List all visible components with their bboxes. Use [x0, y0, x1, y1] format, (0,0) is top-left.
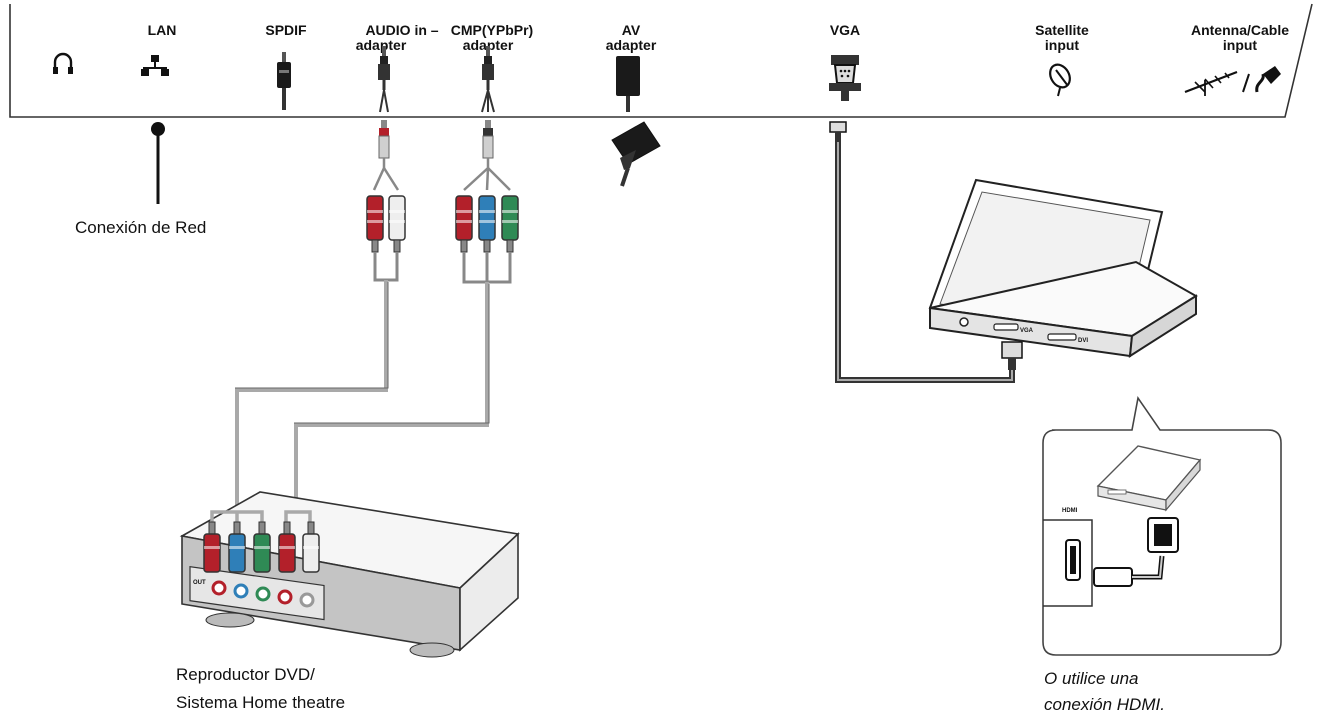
component-plug-blue	[478, 195, 496, 253]
port-label-antenna-input: input	[1223, 37, 1258, 53]
antenna-cable-icon	[1184, 66, 1281, 96]
network-cable	[151, 122, 165, 204]
cable-routing	[235, 280, 489, 512]
dvd-caption-line2: Sistema Home theatre	[176, 693, 345, 712]
port-label-audio: AUDIO in –	[365, 22, 438, 38]
laptop-vga-label: VGA	[1020, 328, 1034, 334]
laptop: VGA DVI	[928, 178, 1198, 358]
audio-cable-top	[366, 120, 406, 282]
audio-plug-white	[388, 195, 406, 253]
port-labels: LAN SPDIF AUDIO in – adapter CMP(YPbPr) …	[148, 22, 1290, 53]
satellite-dish-icon	[1049, 63, 1071, 97]
hdmi-caption-line1: O utilice una	[1044, 669, 1139, 688]
hdmi-port-label: HDMI	[1062, 508, 1078, 514]
port-label-cmp-adapter: adapter	[463, 37, 514, 53]
port-label-satellite-input: input	[1045, 37, 1080, 53]
port-label-av: AV	[622, 22, 641, 38]
network-caption: Conexión de Red	[75, 218, 206, 237]
hdmi-caption-line2: conexión HDMI.	[1044, 695, 1165, 714]
component-plug-red	[455, 195, 473, 253]
port-label-audio-adapter: adapter	[356, 37, 407, 53]
vga-connector-icon	[829, 55, 861, 101]
port-label-cmp: CMP(YPbPr)	[451, 22, 533, 38]
tv-connector-panel	[9, 3, 1313, 118]
headphone-icon	[53, 52, 73, 74]
port-label-av-adapter: adapter	[606, 37, 657, 53]
spdif-plug-icon	[277, 52, 291, 110]
dvd-out-label: OUT	[193, 580, 206, 586]
port-label-antenna: Antenna/Cable	[1191, 22, 1289, 38]
av-adapter-icon	[616, 56, 640, 112]
audio-plug-red	[366, 195, 384, 253]
laptop-dvi-label: DVI	[1078, 338, 1088, 344]
port-label-vga: VGA	[830, 22, 860, 38]
cable-routing-outline	[235, 282, 490, 424]
lan-network-icon	[141, 55, 169, 76]
port-label-satellite: Satellite	[1035, 22, 1089, 38]
port-label-spdif: SPDIF	[265, 22, 307, 38]
av-scart-adapter	[611, 121, 661, 187]
hdmi-callout: HDMI	[1042, 395, 1282, 656]
port-label-lan: LAN	[148, 22, 177, 38]
component-jack-icon	[481, 46, 495, 113]
audio-jack-icon	[378, 46, 390, 113]
vga-cable	[829, 121, 1023, 383]
dvd-caption-line1: Reproductor DVD/	[176, 665, 315, 684]
component-cable-top	[455, 120, 519, 284]
component-plug-green	[501, 195, 519, 253]
dvd-player: OUT	[179, 491, 520, 658]
